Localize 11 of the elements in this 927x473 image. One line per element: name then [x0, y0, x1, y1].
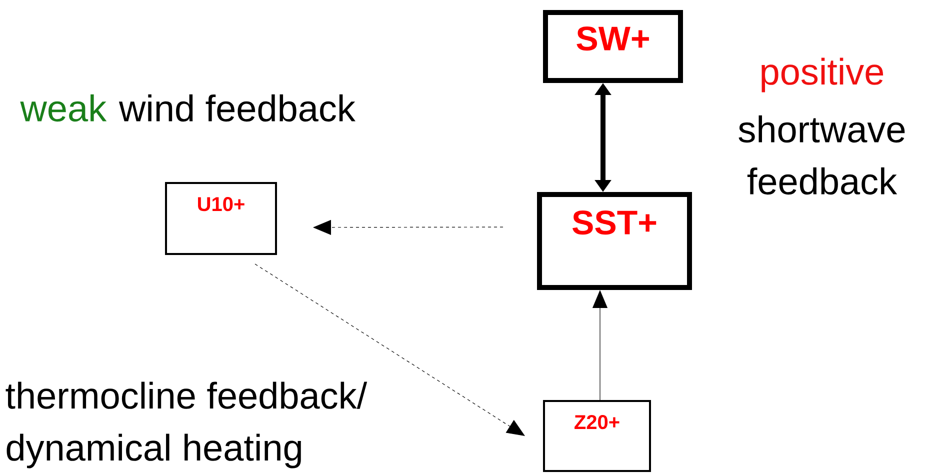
arrow [313, 220, 504, 235]
arrow [254, 264, 525, 436]
label-text: weak [20, 94, 107, 122]
label-text: shortwave feedback [738, 115, 905, 195]
box: U10+ [165, 182, 277, 255]
label-text: thermocline feedback/ dynamical heating [6, 382, 368, 468]
box: SW+ [543, 10, 683, 83]
box: SST+ [537, 192, 692, 290]
label-text: positive [762, 58, 884, 92]
box: Z20+ [543, 400, 651, 472]
label-text: wind feedback [118, 94, 356, 122]
